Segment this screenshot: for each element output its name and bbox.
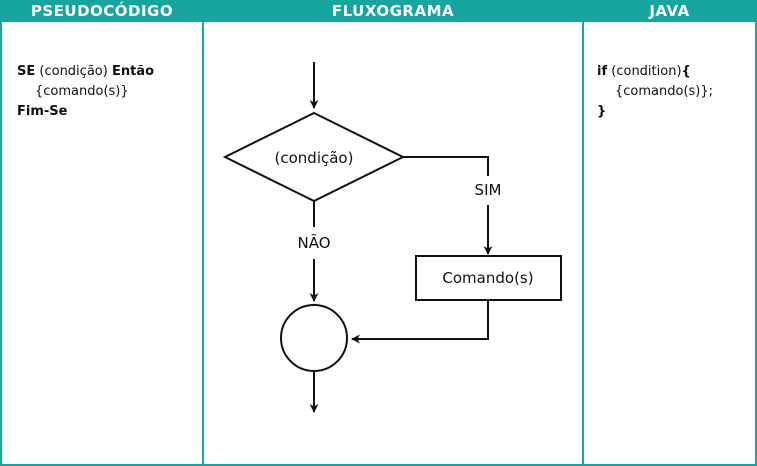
header-pseudocode: PSEUDOCÓDIGO — [30, 2, 174, 20]
no-label: NÃO — [297, 233, 330, 252]
yes-label: SIM — [475, 181, 502, 199]
decision-label: (condição) — [275, 149, 354, 167]
pseudocode-keyword-then: Então — [111, 64, 155, 79]
pseudocode-line-if: SE (condição) Então — [17, 62, 154, 82]
pseudocode-keyword-if: SE — [17, 64, 36, 79]
column-divider-right — [582, 0, 584, 464]
java-block: if (condition){ {comando(s)}; } — [597, 62, 713, 122]
java-body: {comando(s)}; — [615, 84, 714, 99]
merge-arrow — [351, 300, 489, 344]
pseudocode-block: SE (condição) Então {comando(s)} Fim-Se — [17, 62, 154, 122]
process-label: Comando(s) — [442, 269, 533, 287]
java-open-brace: { — [681, 64, 691, 79]
column-divider-left — [202, 0, 204, 464]
pseudocode-line-end: Fim-Se — [17, 102, 154, 122]
yes-branch-line — [403, 156, 489, 176]
java-line-if: if (condition){ — [597, 62, 713, 82]
java-line-close: } — [597, 102, 713, 122]
java-condition: (condition) — [611, 64, 682, 79]
pseudocode-condition: (condição) — [39, 64, 108, 79]
connector-circle — [280, 304, 348, 372]
java-close-brace: } — [597, 104, 607, 119]
pseudocode-body: {comando(s)} — [35, 84, 129, 99]
header-bar: PSEUDOCÓDIGO FLUXOGRAMA JAVA — [2, 0, 755, 22]
pseudocode-keyword-end: Fim-Se — [17, 104, 68, 119]
header-flowchart: FLUXOGRAMA — [331, 2, 455, 20]
header-java: JAVA — [649, 2, 690, 20]
java-keyword-if: if — [597, 64, 608, 79]
